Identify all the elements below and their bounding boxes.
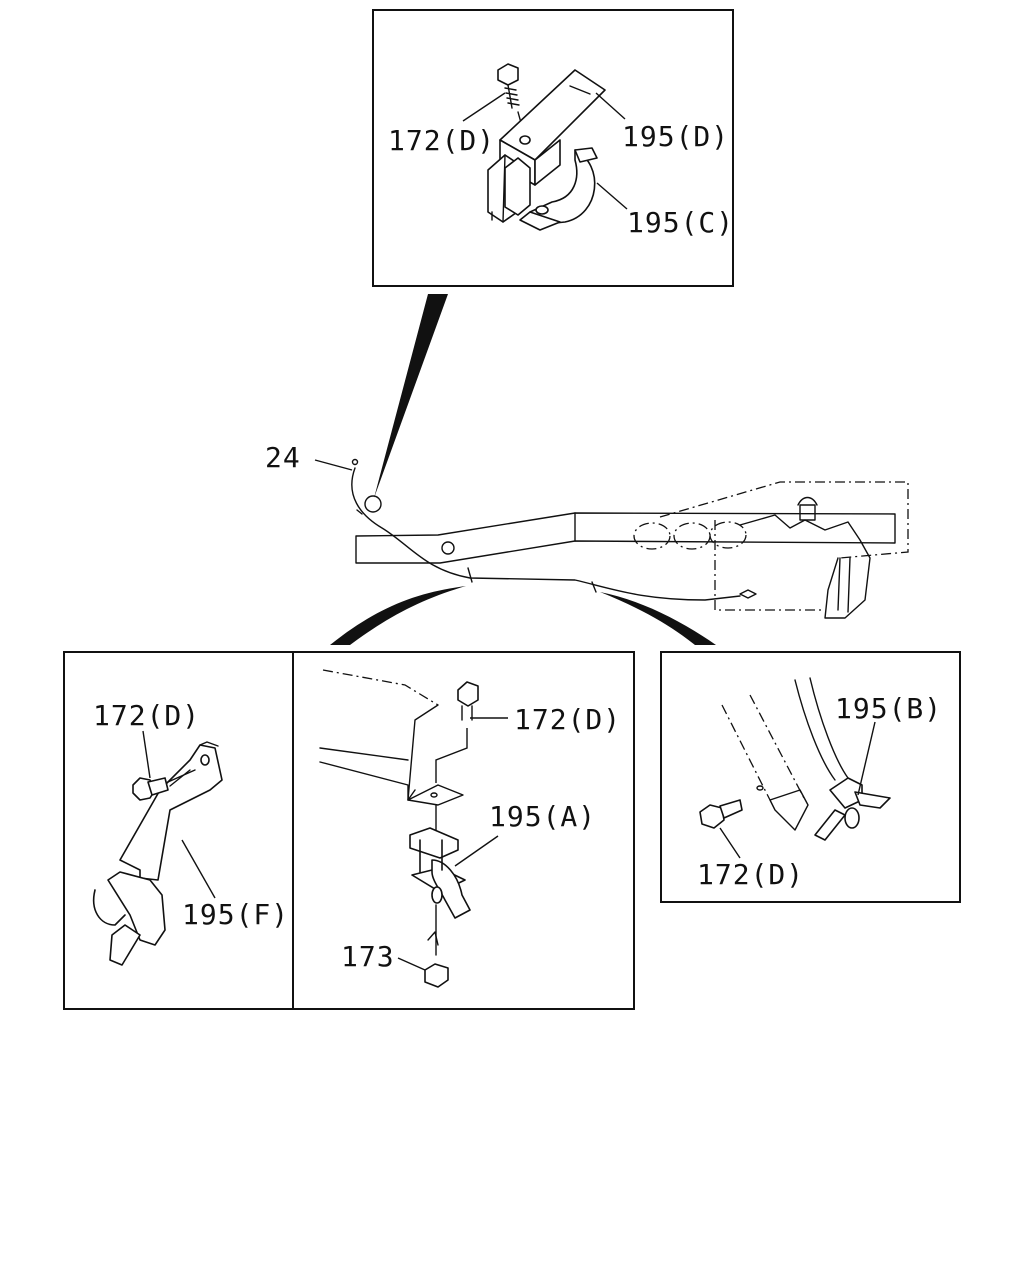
label-24: 24: [265, 441, 301, 474]
right-frame-rail: [721, 704, 771, 801]
mid-clip-a-icon: [409, 827, 471, 919]
top-zoom-wedge: [374, 294, 448, 498]
left-bolt-icon: [132, 769, 191, 801]
label-195-a: 195(A): [489, 800, 596, 833]
label-195-c: 195(C): [627, 206, 734, 239]
chassis-illustration: [351, 458, 909, 619]
top-bolt-icon: [497, 63, 524, 131]
left-clip-f-icon: [119, 744, 223, 881]
top-detail-box: 172(D) 195(D) 195(C): [372, 9, 734, 287]
top-clamp-c-icon: [519, 147, 598, 231]
label-195-f: 195(F): [182, 898, 289, 931]
parking-brake-cable: [351, 467, 741, 601]
mid-frame-rail: [322, 669, 439, 706]
bottom-left-detail-box: 172(D) 195(F): [63, 651, 294, 1010]
mid-nut-icon: [424, 963, 449, 988]
label-195-d: 195(D): [622, 120, 729, 153]
label-173: 173: [341, 940, 395, 973]
mid-bolt-icon: [457, 681, 479, 721]
top-clip-block-icon: [487, 154, 531, 223]
label-172-d-right: 172(D): [697, 858, 804, 891]
right-bolt-icon: [699, 799, 743, 829]
label-172-d-top: 172(D): [388, 124, 495, 157]
left-zoom-arc: [330, 586, 466, 645]
bottom-right-detail-box: 195(B) 172(D): [660, 651, 961, 903]
bottom-middle-detail-box: 172(D) 195(A) 173: [292, 651, 635, 1010]
right-clip-b-icon: [814, 777, 891, 841]
label-172-d-mid: 172(D): [514, 703, 621, 736]
right-zoom-arc: [600, 592, 716, 645]
label-172-d-left: 172(D): [93, 699, 200, 732]
label-195-b: 195(B): [835, 692, 942, 725]
